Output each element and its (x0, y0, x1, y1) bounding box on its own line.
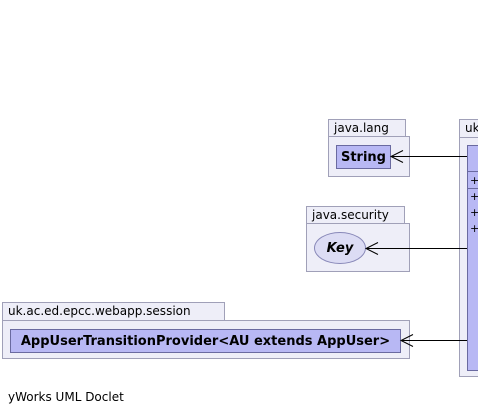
class-app-user-transition-provider[interactable]: AppUserTransitionProvider<AU extends App… (10, 329, 401, 353)
interface-key-label: Key (326, 240, 354, 256)
package-tab-main: uk (459, 119, 478, 137)
class-main-member-3: + (470, 206, 478, 219)
class-main-member-2: + (470, 190, 478, 203)
class-main-member-1: + (470, 174, 478, 187)
class-main-member-4: + (470, 222, 478, 235)
class-string-label: String (340, 149, 386, 165)
footer-doclet-label: yWorks UML Doclet (8, 390, 124, 404)
package-name-java-security: java.security (312, 208, 389, 222)
dependency-arrow-key (364, 242, 467, 255)
package-tab-java-lang: java.lang (328, 119, 406, 136)
class-app-user-transition-provider-label: AppUserTransitionProvider<AU extends App… (20, 333, 391, 349)
package-tab-webapp-session: uk.ac.ed.epcc.webapp.session (2, 302, 225, 320)
package-name-webapp-session: uk.ac.ed.epcc.webapp.session (8, 304, 191, 318)
class-string[interactable]: String (336, 145, 391, 169)
package-name-java-lang: java.lang (334, 121, 389, 135)
package-tab-java-security: java.security (306, 206, 405, 223)
package-name-main: uk (465, 121, 478, 135)
class-main[interactable]: + + + + (467, 145, 478, 371)
class-main-divider-1 (468, 171, 478, 172)
interface-key[interactable]: Key (314, 232, 366, 264)
class-main-divider-2 (468, 188, 478, 189)
dependency-arrow-string (389, 150, 467, 163)
dependency-arrow-app-user-transition-provider (399, 334, 467, 347)
